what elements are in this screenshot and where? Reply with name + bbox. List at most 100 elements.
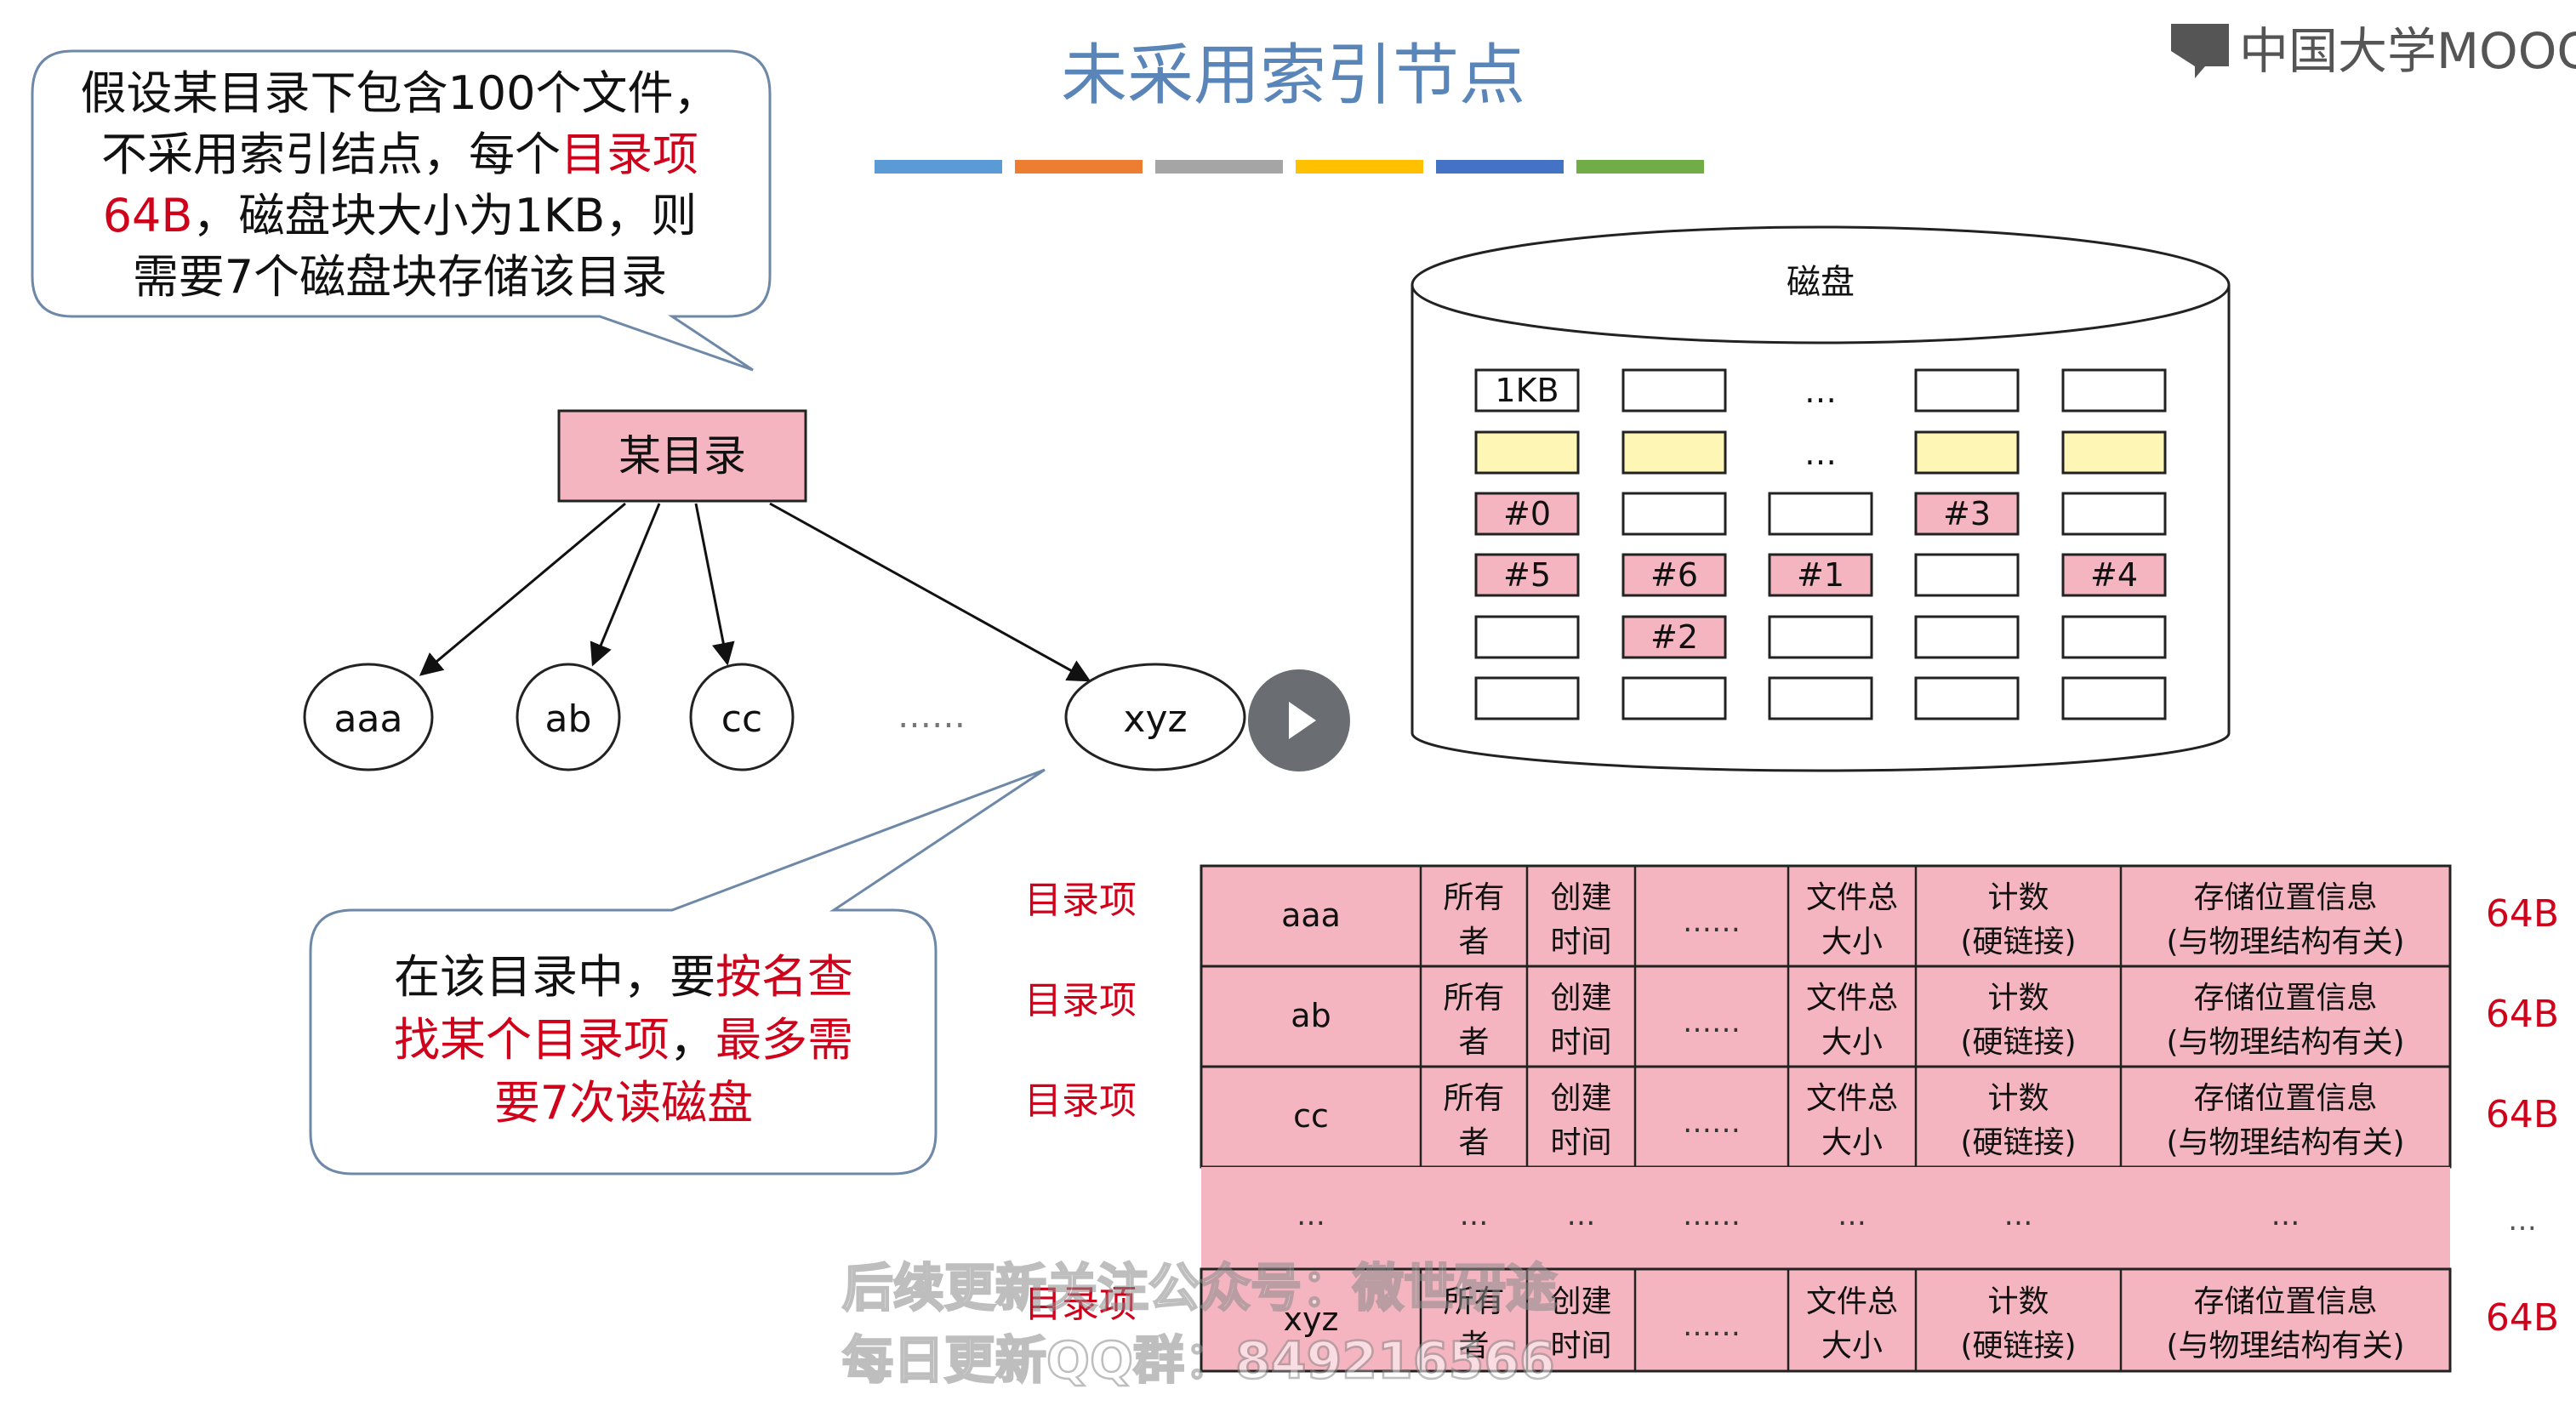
table-row-label: 目录项	[1024, 1283, 1137, 1326]
table-cell-ellipsis: ……	[1683, 1005, 1741, 1039]
table-ellipsis-row	[1201, 1167, 2450, 1269]
title-bar-segment	[1155, 160, 1283, 174]
table-ellipsis: …	[1297, 1198, 1325, 1232]
table-cell-linkcount: (硬链接)	[1960, 1025, 2076, 1060]
table-cell-linkcount: 计数	[1987, 1081, 2049, 1116]
page-title: 未采用索引节点	[1061, 37, 1525, 114]
bubble-text: 需要7个磁盘块存储该目录	[133, 250, 667, 304]
table-cell-location: (与物理结构有关)	[2166, 1329, 2404, 1363]
title-bar-segment	[1436, 160, 1564, 174]
title-color-bar	[875, 160, 1704, 174]
highlight-text: 找某个目录项	[394, 1013, 670, 1067]
disk-block-label: 1KB	[1495, 372, 1559, 409]
table-cell-name: ab	[1291, 997, 1331, 1034]
table-cell-ctime: 创建	[1550, 880, 1611, 915]
bubble-text: ，磁盘块大小为1KB，则	[192, 189, 697, 242]
table-cell-owner: 者	[1458, 1025, 1489, 1060]
disk-block	[1474, 615, 1580, 659]
disk-block	[1768, 615, 1873, 659]
disk-block	[1914, 615, 2020, 659]
table-cell-filesize: 文件总	[1806, 1081, 1898, 1116]
top-speech-bubble: 假设某目录下包含100个文件，不采用索引结点，每个目录项64B，磁盘块大小为1K…	[31, 49, 772, 372]
disk-cylinder: 磁盘 1KB……#0#3#5#6#1#4#2	[1411, 225, 2231, 772]
top-bubble-text: 假设某目录下包含100个文件，不采用索引结点，每个目录项64B，磁盘块大小为1K…	[80, 66, 719, 304]
disk-label: 磁盘	[1787, 263, 1855, 302]
bubble-line: 找某个目录项，最多需	[394, 1013, 853, 1067]
table-cell-ctime: 时间	[1550, 1329, 1611, 1363]
table-cell-filesize: 大小	[1821, 1329, 1883, 1363]
watermark-line-1: 后续更新关注公众号：微世研途	[842, 1259, 1557, 1318]
directory-tree: 某目录 aaa ab cc …… xyz	[303, 409, 1246, 771]
disk-block	[1474, 492, 1580, 536]
root-directory-node	[557, 409, 807, 503]
file-node-ab-label: ab	[545, 697, 592, 741]
table-cell-owner: 者	[1458, 1329, 1489, 1363]
disk-block	[1474, 368, 1580, 413]
bottom-bubble-shape	[309, 768, 1046, 1175]
table-cell-name: aaa	[1281, 897, 1341, 934]
table-cell-owner: 所有	[1443, 981, 1504, 1016]
table-cell-location: 存储位置信息	[2193, 1081, 2377, 1116]
table-ellipsis: …	[2004, 1198, 2033, 1232]
table-cell-linkcount: 计数	[1987, 981, 2049, 1016]
table-cell-location: 存储位置信息	[2193, 981, 2377, 1016]
table-cell-ctime: 创建	[1550, 1284, 1611, 1319]
disk-block-label: #5	[1503, 556, 1551, 594]
table-row-label: 目录项	[1024, 979, 1137, 1022]
bubble-line: 不采用索引结点，每个目录项	[101, 128, 698, 181]
disk-block	[1474, 430, 1580, 475]
file-node-xyz	[1064, 663, 1246, 771]
edge-root-aaa	[419, 502, 626, 676]
disk-block	[2061, 430, 2167, 475]
table-row	[1200, 1065, 2452, 1169]
table-cell-owner: 所有	[1443, 1081, 1504, 1116]
disk-block-label: #1	[1797, 556, 1844, 594]
disk-block	[1914, 553, 2020, 597]
file-node-aaa-label: aaa	[334, 697, 403, 741]
table-row-size: 64B	[2486, 1296, 2559, 1340]
table-row-size: 64B	[2486, 993, 2559, 1036]
disk-block	[1621, 553, 1727, 597]
highlight-text: 目录项	[561, 128, 698, 181]
highlight-text: 按名查	[715, 950, 853, 1004]
table-cell-location: 存储位置信息	[2193, 1284, 2377, 1319]
table-cell-filesize: 文件总	[1806, 981, 1898, 1016]
top-bubble-shape	[31, 49, 772, 372]
table-cell-ctime: 创建	[1550, 1081, 1611, 1116]
title-bar-segment	[1576, 160, 1704, 174]
table-cell-owner: 所有	[1443, 1284, 1504, 1319]
title-bar-segment	[1296, 160, 1423, 174]
table-cell-location: (与物理结构有关)	[2166, 1125, 2404, 1160]
disk-block	[1768, 676, 1873, 720]
disk-block	[1914, 368, 2020, 413]
table-ellipsis: …	[1460, 1198, 1489, 1232]
play-button[interactable]	[1248, 669, 1350, 771]
disk-block	[1621, 430, 1727, 475]
table-row-label: 目录项	[1024, 1079, 1137, 1123]
disk-block	[2061, 676, 2167, 720]
bubble-line: 在该目录中，要按名查	[394, 950, 853, 1004]
table-cell-linkcount: 计数	[1987, 880, 2049, 915]
disk-block	[1621, 676, 1727, 720]
title-bar-segment	[875, 160, 1002, 174]
table-cell-ellipsis: ……	[1683, 905, 1741, 939]
table-ellipsis: …	[1567, 1198, 1596, 1232]
disk-block-label: #6	[1650, 556, 1698, 594]
bubble-text: ，	[670, 1013, 715, 1067]
disk-block	[2061, 615, 2167, 659]
table-cell-filesize: 文件总	[1806, 1284, 1898, 1319]
disk-block	[1621, 492, 1727, 536]
disk-block	[1768, 553, 1873, 597]
table-cell-linkcount: (硬链接)	[1960, 1125, 2076, 1160]
disk-block	[1621, 615, 1727, 659]
table-ellipsis: ……	[1683, 1198, 1741, 1232]
table-cell-name: cc	[1293, 1097, 1329, 1135]
table-cell-linkcount: 计数	[1987, 1284, 2049, 1319]
highlight-text: 要7次读磁盘	[494, 1076, 753, 1130]
table-cell-owner: 者	[1458, 1125, 1489, 1160]
disk-block	[1914, 430, 2020, 475]
disk-block-label: #2	[1650, 618, 1698, 656]
